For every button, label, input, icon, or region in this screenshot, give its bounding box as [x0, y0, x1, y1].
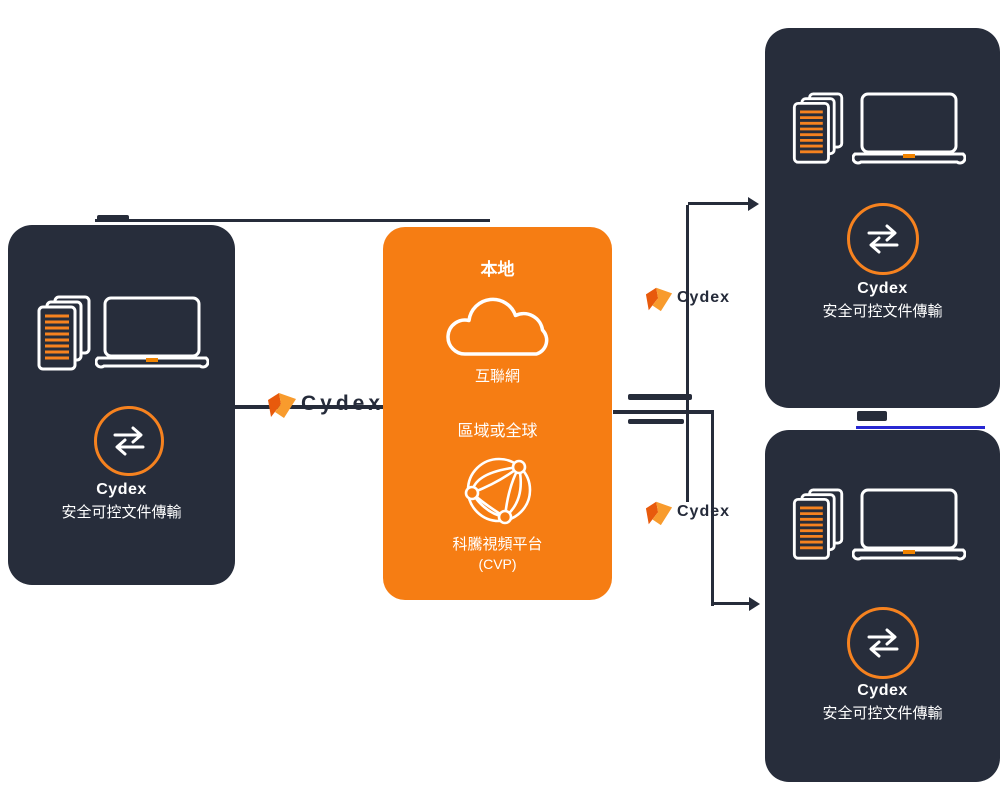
connector-left-middle — [235, 405, 383, 409]
card-brand-name: Cydex — [96, 481, 147, 498]
card-brand-name: Cydex — [857, 280, 908, 297]
transfer-circle-icon — [94, 406, 164, 476]
transfer-circle-icon — [847, 203, 919, 275]
cydex-flame-icon — [267, 390, 297, 420]
arrowhead-top-icon — [748, 197, 759, 211]
laptop-icon — [852, 487, 966, 563]
documents-icon — [790, 488, 848, 562]
cydex-wordmark: Cydex — [677, 503, 731, 520]
connector-arrowline-bottom — [711, 602, 749, 605]
transfer-circle-icon — [847, 607, 919, 679]
top-right-site-card: Cydex 安全可控文件傳輸 — [765, 28, 1000, 408]
cloud-icon — [436, 290, 560, 362]
connector-vertical-b — [711, 410, 714, 606]
card-tagline: 安全可控文件傳輸 — [822, 303, 943, 320]
connector-middle-right — [613, 410, 713, 414]
local-label: 本地 — [480, 260, 515, 279]
connector-arrowline-top — [688, 202, 748, 205]
cydex-flame-icon — [645, 499, 673, 527]
micro-label-middle-2 — [628, 419, 684, 424]
bottom-right-site-card: Cydex 安全可控文件傳輸 — [765, 430, 1000, 782]
region-label: 區域或全球 — [457, 423, 538, 440]
micro-label-bottom-right — [857, 411, 887, 421]
arrowhead-bottom-icon — [749, 597, 760, 611]
platform-name-label: 科騰視頻平台 — [452, 536, 543, 553]
cydex-wordmark: Cydex — [301, 392, 385, 415]
documents-icon — [790, 92, 848, 166]
connector-vertical-a — [686, 205, 689, 502]
internet-label: 互聯網 — [474, 368, 520, 385]
card-brand-name: Cydex — [857, 682, 908, 699]
connector-top-horizontal — [95, 219, 490, 222]
platform-abbr-label: (CVP) — [478, 556, 517, 572]
left-site-card: Cydex 安全可控文件傳輸 — [8, 225, 235, 585]
center-network-card: 本地 互聯網 區域或全球 — [383, 227, 612, 600]
globe-network-icon — [460, 452, 538, 528]
documents-icon — [35, 295, 95, 373]
micro-label-top-left — [97, 215, 129, 222]
laptop-icon — [852, 91, 966, 167]
card-tagline: 安全可控文件傳輸 — [61, 504, 182, 521]
card-tagline: 安全可控文件傳輸 — [822, 705, 943, 722]
cydex-flame-icon — [645, 285, 673, 313]
cydex-wordmark: Cydex — [677, 289, 731, 306]
laptop-icon — [95, 295, 209, 371]
blue-accent-line — [856, 426, 985, 429]
micro-label-middle-1 — [628, 394, 692, 400]
